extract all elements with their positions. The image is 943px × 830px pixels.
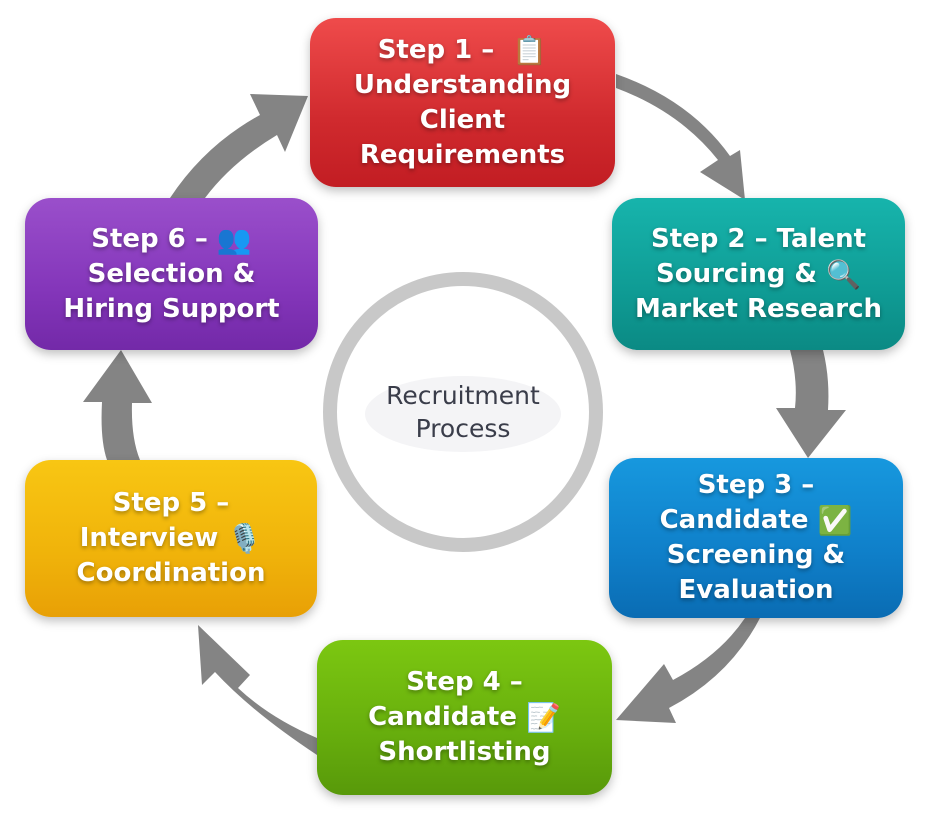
step-1-line-4: Requirements [359,139,566,170]
magnifier-icon: 🔍 [826,257,862,291]
memo-pencil-icon: 📝 [526,701,561,734]
step-6-box: Step 6 – 👥 Selection & Hiring Support [25,198,318,350]
step-2-line-3: Market Research [635,293,882,324]
step-6-line-1: Step 6 – [91,223,208,254]
check-mark-icon: ✅ [817,504,853,537]
center-title: Recruitment Process [386,379,540,445]
step-6-line-2: Selection & [87,258,256,289]
arrow-step4-to-step5 [198,625,317,755]
center-hub: Recruitment Process [323,272,603,552]
step-4-box: Step 4 – Candidate 📝 Shortlisting [317,640,612,795]
step-4-line-1: Step 4 – [406,667,523,697]
arrow-step1-to-step2 [616,74,745,200]
step-5-line-3: Coordination [76,558,266,588]
step-1-line-1: Step 1 – [377,34,495,65]
step-1-line-3: Client [419,104,506,135]
arrow-step2-to-step3 [776,350,846,458]
step-4-line-2: Candidate [368,702,517,732]
step-3-line-2: Candidate [659,505,809,535]
center-glow [365,376,561,452]
step-5-line-2: Interview [79,523,219,553]
step-2-box: Step 2 – Talent Sourcing & 🔍 Market Rese… [612,198,905,350]
arrow-step5-to-step6 [83,350,152,460]
step-1-line-2: Understanding [353,69,572,100]
microphone-icon: 🎙️ [227,522,263,555]
center-title-line-2: Process [415,414,511,443]
people-icon: 👥 [216,222,252,256]
step-3-line-3: Screening & [666,540,846,570]
arrow-step3-to-step4 [616,618,760,723]
step-2-line-1: Step 2 – Talent [650,223,867,254]
step-6-line-3: Hiring Support [63,293,280,324]
step-5-box: Step 5 – Interview 🎙️ Coordination [25,460,317,617]
step-2-line-2: Sourcing & [655,258,818,289]
center-title-line-1: Recruitment [386,381,540,410]
step-4-line-3: Shortlisting [378,737,551,767]
step-1-box: Step 1 – 📋 Understanding Client Requirem… [310,18,615,187]
arrow-step6-to-step1 [170,94,308,198]
step-3-line-4: Evaluation [678,575,834,605]
step-3-line-1: Step 3 – [697,470,815,500]
step-3-box: Step 3 – Candidate ✅ Screening & Evaluat… [609,458,903,618]
clipboard-icon: 📋 [512,33,548,67]
step-5-line-1: Step 5 – [112,488,230,518]
